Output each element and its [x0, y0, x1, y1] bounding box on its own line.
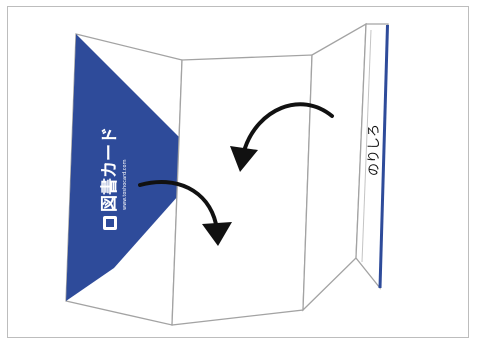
card-logo-subtitle: www.toshocard.com — [122, 159, 128, 210]
card-flap — [66, 34, 182, 301]
card-logo-title: 図書カード — [99, 127, 120, 212]
folded-sheet — [65, 22, 389, 326]
glue-strip-edge — [378, 24, 389, 289]
fold-arrow-right-head — [230, 146, 258, 172]
glue-label-group: のりしろ — [367, 124, 382, 176]
fold-arrow-left-head — [202, 222, 232, 246]
fold-arrow-left — [138, 179, 232, 246]
glue-label: のりしろ — [367, 124, 382, 176]
glue-strip-fold — [361, 29, 372, 263]
fold-arrow-right — [230, 102, 334, 172]
right-panel — [302, 22, 367, 312]
card-logo: 図書カード www.toshocard.com — [99, 127, 128, 230]
